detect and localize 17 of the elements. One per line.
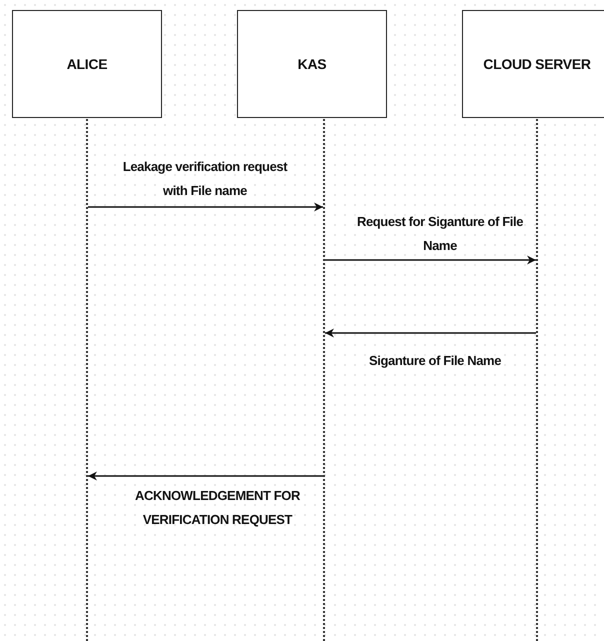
edge-label: Leakage verification request with File name: [122, 158, 288, 200]
message-arrow: [88, 472, 323, 480]
message-arrow: [325, 328, 536, 338]
lifeline: [536, 119, 538, 641]
edge-label: ACKNOWLEDGEMENT FOR VERIFICATION REQUEST: [134, 487, 301, 529]
participant-name: CLOUD SERVER: [483, 56, 591, 72]
participant-box: [237, 10, 387, 118]
edge-label: Request for Siganture of File Name: [356, 213, 524, 255]
lifeline: [323, 119, 325, 641]
participant-box: [462, 10, 604, 118]
participant-box: [12, 10, 162, 118]
edge-label: Siganture of File Name: [368, 352, 502, 370]
lifeline: [86, 119, 88, 641]
message-arrow: [88, 202, 323, 212]
participant-name: KAS: [298, 56, 326, 72]
message-arrow: [325, 256, 536, 264]
participant-name: ALICE: [66, 56, 108, 72]
